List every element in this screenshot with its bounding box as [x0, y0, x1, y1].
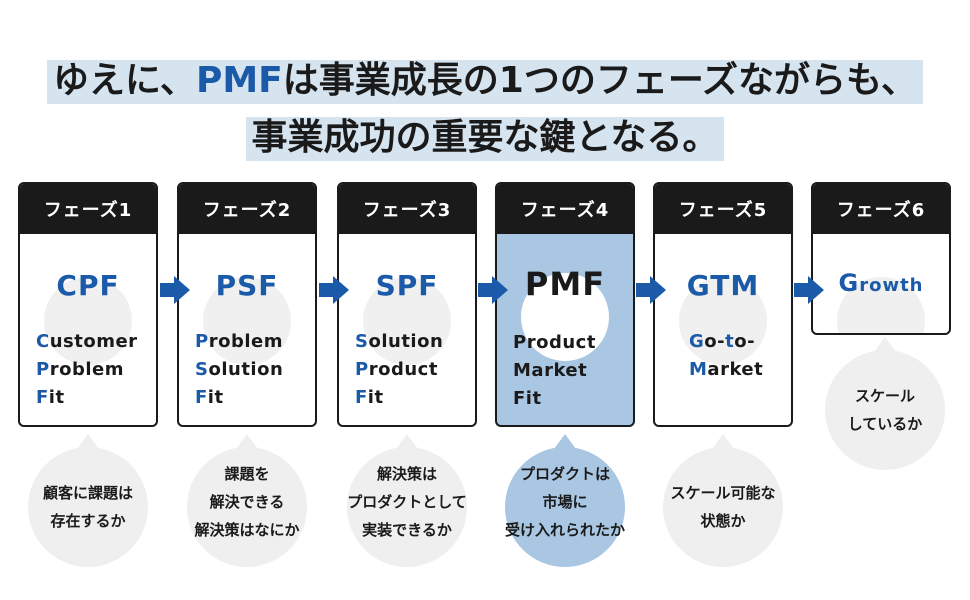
- abbr-circle: [521, 273, 609, 361]
- arrow-right-icon: [319, 276, 349, 304]
- phase-label: フェーズ4: [497, 184, 633, 234]
- phase-card-6: フェーズ6 Growth: [811, 182, 951, 335]
- phase-abbr: SPF: [375, 269, 439, 302]
- phase-abbr: CPF: [56, 269, 120, 302]
- arrow-right-icon: [636, 276, 666, 304]
- phase-card-2: フェーズ2 PSF Problem Solution Fit: [177, 182, 317, 427]
- phase-card-3: フェーズ3 SPF Solution Product Fit: [337, 182, 477, 427]
- question-text-6: スケールしているか: [847, 387, 923, 433]
- question-text-3: 解決策はプロダクトとして実装できるか: [347, 465, 467, 539]
- phase-label: フェーズ3: [339, 184, 475, 234]
- question-bubble-3: [347, 434, 467, 567]
- phase-full-name: Problem Solution Fit: [195, 331, 284, 408]
- headline-text-a: ゆえに、: [53, 60, 196, 101]
- phase-abbr: PSF: [215, 269, 279, 302]
- abbr-circle: [363, 277, 451, 365]
- phase-abbr: PMF: [524, 265, 606, 303]
- headline-line-2: 事業成功の重要な鍵となる。: [0, 117, 970, 161]
- question-text-2: 課題を解決できる解決策はなにか: [194, 465, 300, 539]
- arrow-right-icon: [160, 276, 190, 304]
- phase-label: フェーズ1: [20, 184, 156, 234]
- question-text-5: スケール可能な状態か: [670, 484, 776, 530]
- phase-card-4: フェーズ4 PMF Product Market Fit: [495, 182, 635, 427]
- arrow-right-icon: [794, 276, 824, 304]
- abbr-circle: [679, 277, 767, 365]
- phase-label: フェーズ5: [655, 184, 791, 234]
- abbr-circle: [44, 277, 132, 365]
- phase-label: フェーズ2: [179, 184, 315, 234]
- phase-full-name: Product Market Fit: [513, 332, 596, 409]
- phase-card-5: フェーズ5 GTM Go-to- Market: [653, 182, 793, 427]
- phase-label: フェーズ6: [813, 184, 949, 234]
- phase-full-name: Customer Problem Fit: [36, 331, 138, 408]
- question-text-4: プロダクトは市場に受け入れられたか: [504, 465, 625, 539]
- question-bubble-1: [28, 434, 148, 567]
- phase-full-name: Solution Product Fit: [355, 331, 444, 408]
- phase-abbr: GTM: [686, 269, 760, 302]
- phase-full-name: Go-to- Market: [689, 331, 764, 380]
- phase-card-1: フェーズ1 CPF Customer Problem Fit: [18, 182, 158, 427]
- headline-text-2: 事業成功の重要な鍵となる。: [245, 117, 725, 161]
- headline-text-b: は事業成長の1つのフェーズながらも、: [282, 60, 917, 101]
- question-bubble-5: [663, 434, 783, 567]
- question-bubble-2: [187, 434, 307, 567]
- abbr-circle: [203, 277, 291, 365]
- question-bubble-6: [825, 337, 945, 470]
- question-text-1: 顧客に課題は存在するか: [42, 484, 133, 530]
- phase-abbr: Growth: [838, 269, 924, 297]
- headline-accent: PMF: [195, 60, 283, 101]
- arrow-right-icon: [478, 276, 508, 304]
- headline-line-1: ゆえに、PMFは事業成長の1つのフェーズながらも、: [0, 60, 970, 104]
- question-bubble-4: [505, 434, 625, 567]
